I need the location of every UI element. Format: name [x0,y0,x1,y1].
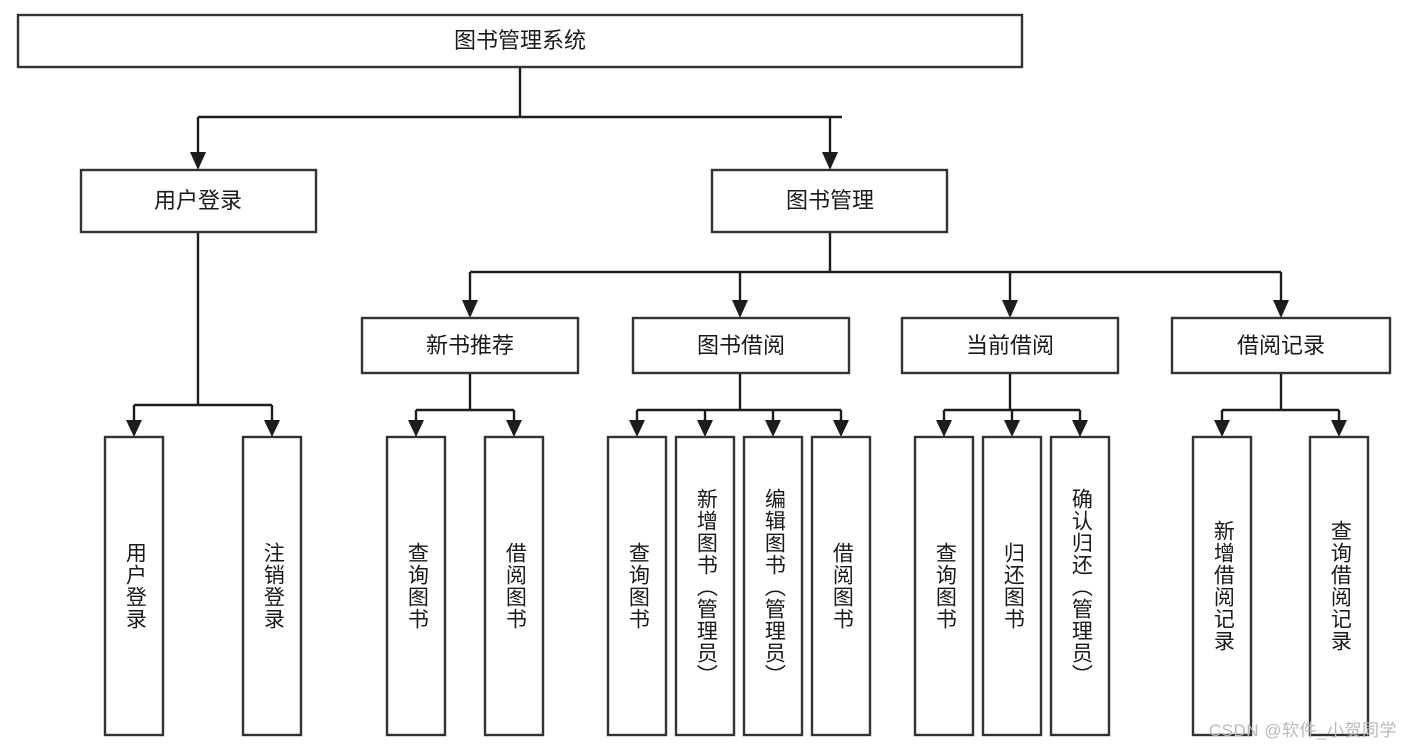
leaf-box-user-login-1[interactable] [103,435,165,737]
node-user-login-label: 用户登录 [154,188,242,213]
node-new-book-recommend[interactable]: 新书推荐 [360,316,580,375]
leaf-new-book-1-label: 查询图书 [405,542,429,630]
leaf-box-borrow-record-2[interactable] [1308,435,1370,737]
connector-root-to-level2 [190,67,842,170]
leaf-box-current-borrow-1[interactable] [913,435,975,737]
node-current-borrow-label: 当前借阅 [966,333,1054,358]
leaf-book-borrow-1[interactable]: 查询图书 [608,437,666,735]
leaf-current-borrow-2-label: 归还图书 [1001,542,1025,630]
leaf-current-borrow-1[interactable]: 查询图书 [915,437,973,735]
leaf-user-login-1[interactable]: 用户登录 [105,437,163,735]
leaf-user-login-2-label: 注销登录 [261,542,285,630]
leaf-box-borrow-record-1[interactable] [1191,435,1253,737]
leaf-book-borrow-4[interactable]: 借阅图书 [812,437,870,735]
leaf-new-book-2[interactable]: 借阅图书 [485,437,543,735]
connector-current-borrow-to-leaves [936,373,1088,437]
node-borrow-record[interactable]: 借阅记录 [1170,316,1392,375]
leaf-box-book-borrow-2[interactable] [674,435,736,737]
leaf-borrow-record-2[interactable]: 查询借阅记录 [1310,437,1368,735]
leaf-borrow-record-1-label: 新增借阅记录 [1211,520,1235,652]
leaf-box-user-login-2[interactable] [241,435,303,737]
node-book-borrow[interactable]: 图书借阅 [631,316,851,375]
leaf-box-new-book-2[interactable] [483,435,545,737]
leaf-book-borrow-4-label: 借阅图书 [830,542,854,630]
leaf-box-current-borrow-2[interactable] [981,435,1043,737]
leaf-user-login-1-label: 用户登录 [123,542,147,630]
csdn-watermark: CSDN @软件_小贺同学 [1208,721,1397,740]
connector-user-login-to-leaves [126,232,280,437]
leaf-box-book-borrow-4[interactable] [810,435,872,737]
leaf-new-book-2-label: 借阅图书 [503,542,527,630]
leaf-user-login-2[interactable]: 注销登录 [243,437,301,735]
leaf-book-borrow-3[interactable]: 编辑图书（管理员） [744,437,802,735]
leaf-book-borrow-3-label: 编辑图书（管理员） [762,488,786,686]
leaf-box-current-borrow-3[interactable] [1049,435,1111,737]
leaf-box-new-book-1[interactable] [385,435,447,737]
leaf-current-borrow-3[interactable]: 确认归还（管理员） [1051,437,1109,735]
node-book-manage[interactable]: 图书管理 [710,168,949,234]
leaf-book-borrow-1-label: 查询图书 [626,542,650,630]
leaf-new-book-1[interactable]: 查询图书 [387,437,445,735]
leaf-current-borrow-3-label: 确认归还（管理员） [1069,488,1093,686]
node-root[interactable]: 图书管理系统 [16,13,1024,69]
leaf-box-book-borrow-1[interactable] [606,435,668,737]
node-borrow-record-label: 借阅记录 [1237,333,1325,358]
connector-book-borrow-to-leaves [629,373,849,437]
node-book-borrow-label: 图书借阅 [697,333,785,358]
connector-new-book-to-leaves [408,373,522,437]
leaf-current-borrow-1-label: 查询图书 [933,542,957,630]
leaf-borrow-record-1[interactable]: 新增借阅记录 [1193,437,1251,735]
node-current-borrow[interactable]: 当前借阅 [900,316,1120,375]
node-user-login[interactable]: 用户登录 [79,168,318,234]
node-new-book-recommend-label: 新书推荐 [426,333,514,358]
leaf-current-borrow-2[interactable]: 归还图书 [983,437,1041,735]
leaf-box-book-borrow-3[interactable] [742,435,804,737]
connector-borrow-record-to-leaves [1214,373,1347,437]
leaf-borrow-record-2-label: 查询借阅记录 [1328,520,1352,652]
connector-book-manage-to-level3 [462,232,1289,318]
leaf-book-borrow-2[interactable]: 新增图书（管理员） [676,437,734,735]
node-root-label: 图书管理系统 [454,28,586,53]
node-book-manage-label: 图书管理 [786,188,874,213]
leaf-book-borrow-2-label: 新增图书（管理员） [694,488,718,686]
